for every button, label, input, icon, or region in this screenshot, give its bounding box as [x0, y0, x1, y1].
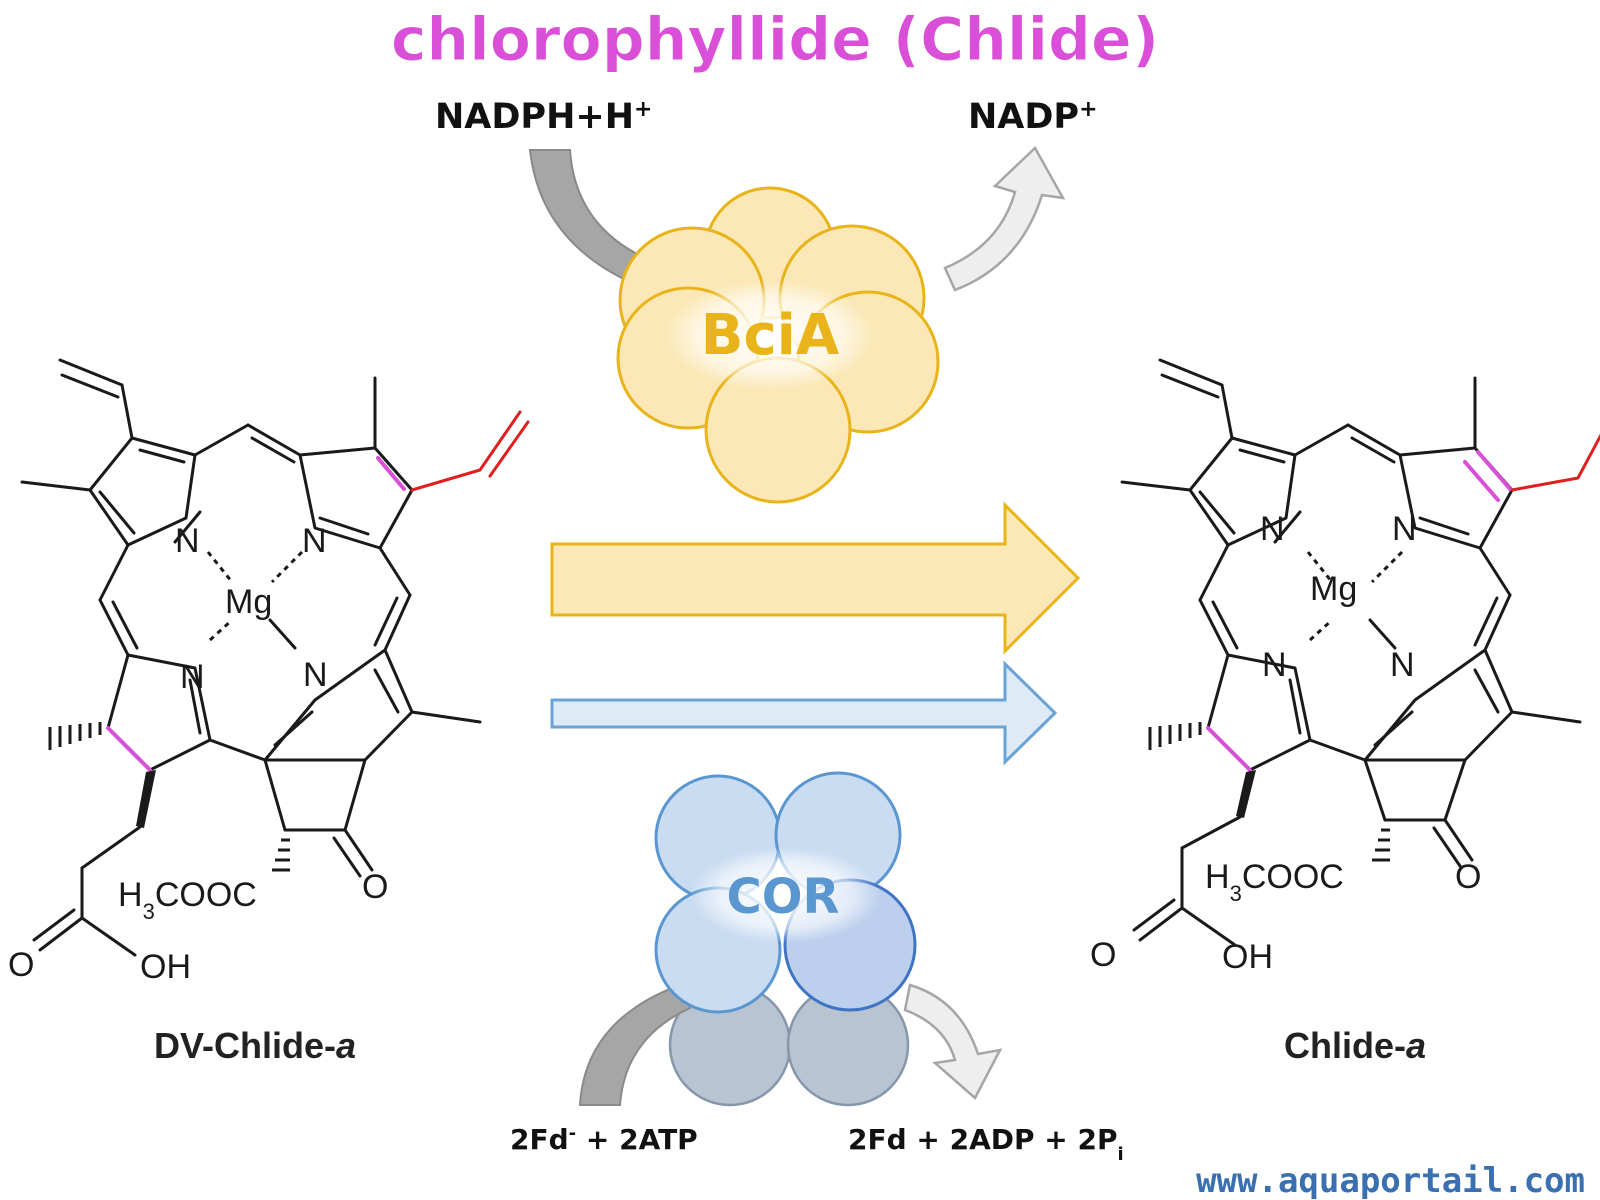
- nitrogen-atom: N: [1260, 510, 1285, 548]
- left-molecule-name: DV-Chlide-a: [154, 1025, 356, 1066]
- bcia-glow: [665, 280, 875, 390]
- nadph-input-arrow: [528, 149, 647, 284]
- nadp-output-arrow: [943, 145, 1066, 292]
- watermark-url: www.aquaportail.com: [1196, 1161, 1585, 1200]
- bcia-reaction-arrow: [550, 501, 1081, 655]
- bcia-label: BciA: [701, 303, 840, 368]
- cor-glow: [690, 847, 880, 943]
- fd-adp-pi-label: 2Fd + 2ADP + 2Pi: [848, 1123, 1124, 1165]
- molecule-chlide-a: N N N N Mg H3COOC O O OH: [1090, 358, 1600, 976]
- diagram-title: chlorophyllide (Chlide): [391, 5, 1159, 75]
- molecule-dv-chlide-a: N N N N Mg H3COOC O O OH: [8, 358, 530, 986]
- fd-atp-label: 2Fd- + 2ATP: [510, 1123, 698, 1157]
- hydroxyl-group: OH: [140, 948, 191, 986]
- ester-group: H3COOC: [1205, 858, 1344, 906]
- nitrogen-atom: N: [1262, 646, 1287, 684]
- right-molecule-name: Chlide-a: [1284, 1025, 1426, 1066]
- nitrogen-atom: N: [180, 658, 205, 696]
- ester-group: H3COOC: [118, 876, 257, 924]
- nitrogen-atom: N: [1390, 646, 1415, 684]
- magnesium-atom: Mg: [225, 583, 272, 621]
- cor-enzyme-lower: [668, 983, 910, 1107]
- magnesium-atom: Mg: [1310, 570, 1357, 608]
- ketone-oxygen: O: [362, 868, 388, 906]
- cor-label: COR: [727, 869, 840, 925]
- nitrogen-atom: N: [175, 522, 200, 560]
- carboxyl-oxygen: O: [8, 946, 34, 984]
- nadph-label: NADPH+H+: [435, 97, 652, 138]
- ketone-oxygen: O: [1455, 858, 1481, 896]
- nitrogen-atom: N: [302, 522, 327, 560]
- fd-output-arrow: [903, 983, 1003, 1100]
- hydroxyl-group: OH: [1222, 938, 1273, 976]
- nadp-label: NADP+: [968, 97, 1098, 138]
- cor-reaction-arrow: [550, 660, 1058, 766]
- nitrogen-atom: N: [1392, 510, 1417, 548]
- carboxyl-oxygen: O: [1090, 936, 1116, 974]
- nitrogen-atom: N: [303, 656, 328, 694]
